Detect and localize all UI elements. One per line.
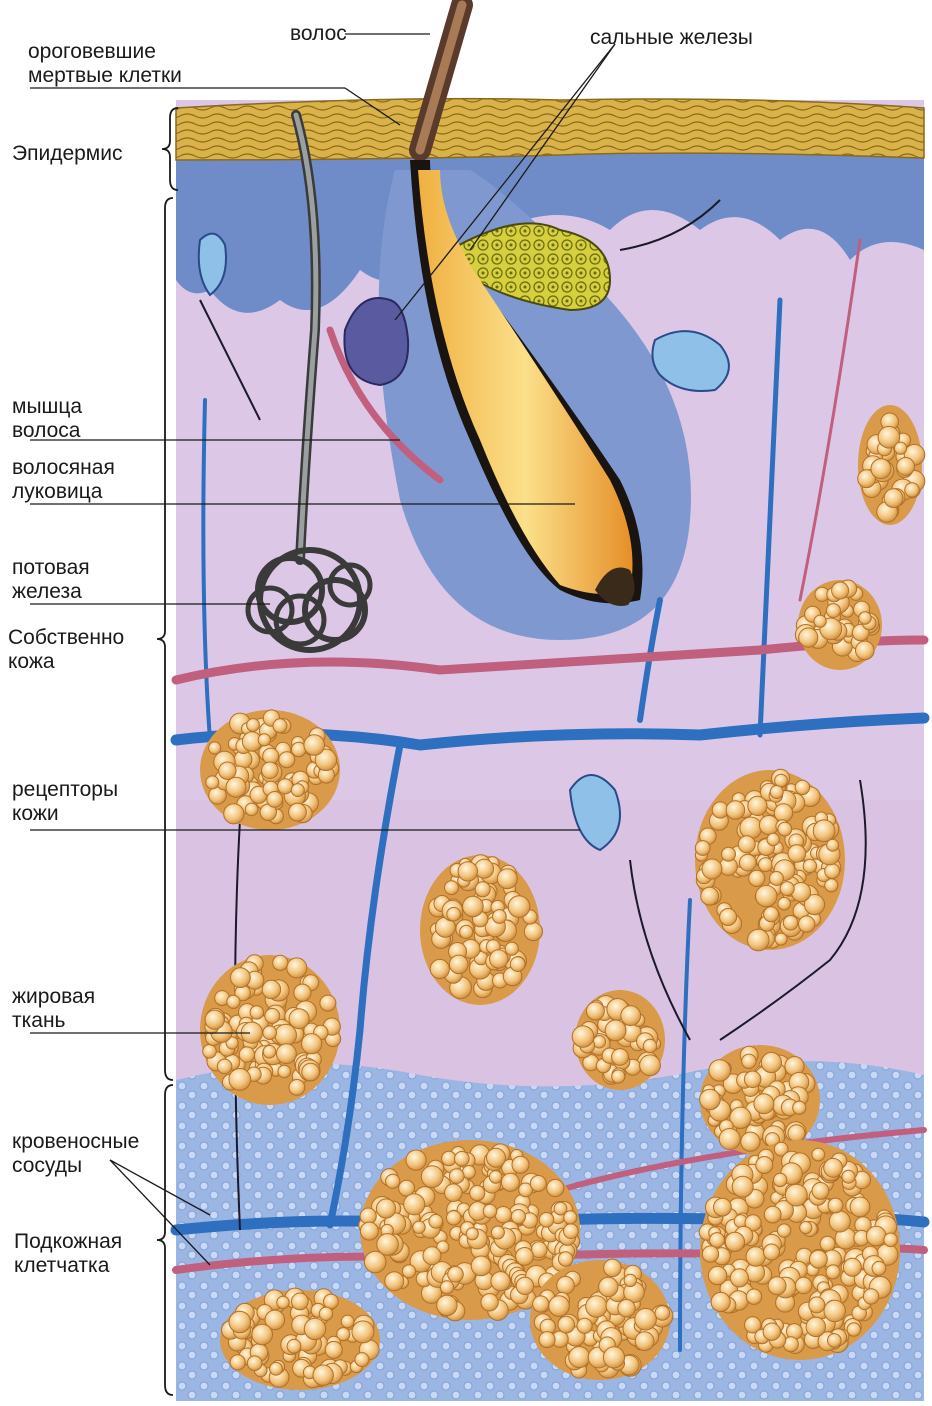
fat-lobule [200, 955, 341, 1105]
fat-lobule [695, 769, 845, 950]
label-hair: волос [290, 22, 347, 46]
section-brace [157, 198, 173, 1080]
fat-lobule [700, 1045, 820, 1155]
section-brace [157, 1085, 173, 1395]
label-epidermis: Эпидермис [12, 142, 122, 166]
sebaceous-gland-purple [344, 298, 408, 385]
fat-lobule [200, 710, 340, 830]
fat-lobule [699, 1140, 900, 1360]
label-sebaceous: сальные железы [590, 26, 753, 50]
stratum-corneum [176, 99, 924, 160]
